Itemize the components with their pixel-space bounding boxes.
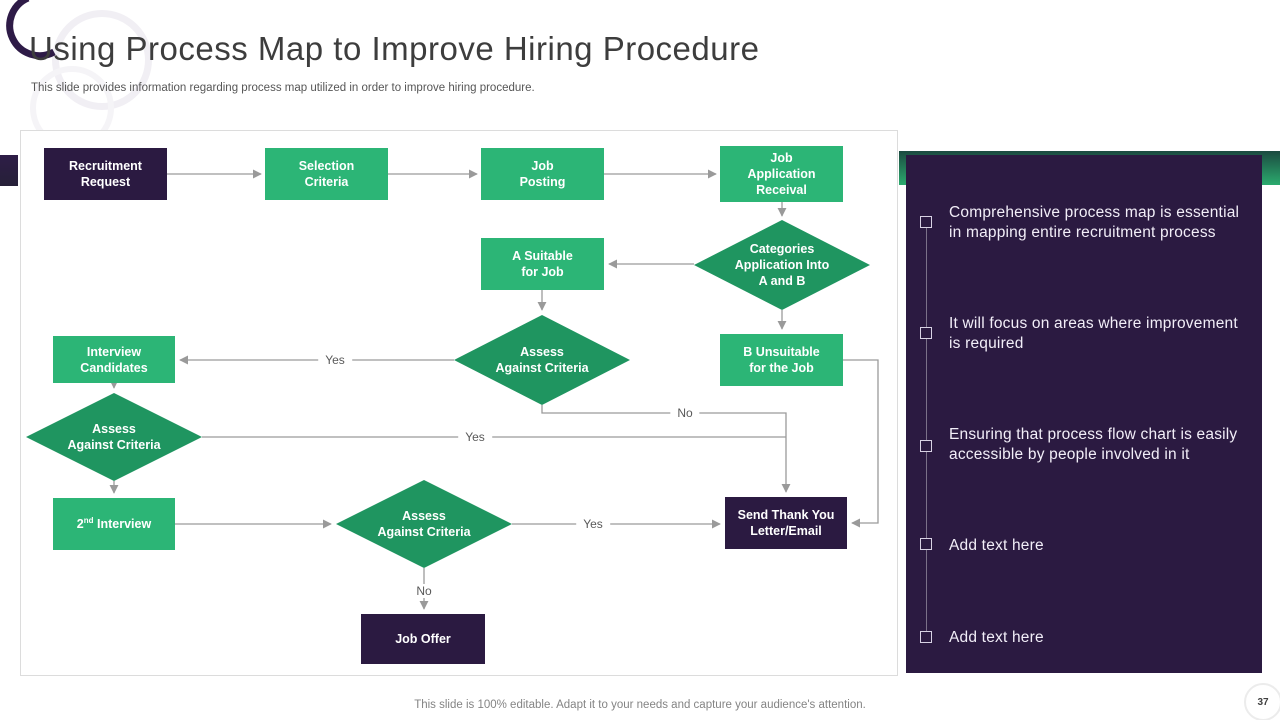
node-label-line: Selection	[298, 159, 355, 173]
node-label-line: Application	[747, 167, 816, 181]
page-number-badge: 37	[1244, 683, 1280, 720]
node-label-line: Recruitment	[69, 159, 142, 173]
left-accent-bar	[0, 155, 18, 186]
flow-node-job-application-receival: Job Application Receival	[720, 146, 843, 202]
node-label-line: Posting	[519, 175, 566, 189]
sidebar-bullet-text: Ensuring that process flow chart is easi…	[949, 426, 1238, 463]
node-label-line: Criteria	[304, 175, 349, 189]
node-label-line: Application Into	[734, 258, 830, 272]
node-label-line: Assess	[92, 422, 136, 436]
sidebar-connector-line	[926, 228, 927, 637]
node-label-line: Against Criteria	[67, 438, 161, 452]
node-label-line: Request	[80, 175, 131, 189]
sidebar-bullet-text: Add text here	[949, 629, 1044, 646]
edge-label-yes: Yes	[576, 517, 610, 531]
node-label-line: 2nd Interview	[76, 515, 152, 532]
flow-node-interview-candidates: Interview Candidates	[53, 336, 175, 383]
flow-node-b-unsuitable-for-job: B Unsuitable for the Job	[720, 334, 843, 386]
node-label-line: Assess	[520, 345, 564, 359]
page-title: Using Process Map to Improve Hiring Proc…	[29, 30, 760, 67]
flow-node-selection-criteria: Selection Criteria	[265, 148, 388, 200]
node-label-line: Candidates	[80, 360, 148, 375]
square-bullet-icon	[920, 327, 932, 339]
square-bullet-icon	[920, 440, 932, 452]
edge-label-yes: Yes	[318, 353, 352, 367]
flow-node-a-suitable-for-job: A Suitable for Job	[481, 238, 604, 290]
node-label-line: Job	[531, 159, 554, 173]
footer-note: This slide is 100% editable. Adapt it to…	[414, 699, 866, 711]
node-label-line: for the Job	[749, 361, 814, 375]
node-label-line: A and B	[758, 274, 806, 288]
flow-node-job-offer: Job Offer	[361, 614, 485, 664]
sidebar-bullet-text: It will focus on areas where improvement…	[949, 315, 1238, 352]
node-label-line: Receival	[756, 183, 807, 197]
node-label-line: Job Offer	[395, 632, 451, 646]
sidebar-bullet-text: Comprehensive process map is essential i…	[949, 204, 1240, 241]
square-bullet-icon	[920, 216, 932, 228]
sidebar-bullet-text: Add text here	[949, 537, 1044, 554]
square-bullet-icon	[920, 538, 932, 550]
edge-label-no: No	[670, 406, 700, 420]
node-label-line: Against Criteria	[495, 361, 589, 375]
node-label-line: B Unsuitable	[743, 345, 820, 359]
node-label-line: for Job	[521, 265, 564, 279]
node-label-line: Assess	[402, 509, 446, 523]
flow-node-job-posting: Job Posting	[481, 148, 604, 200]
flow-node-recruitment-request: Recruitment Request	[44, 148, 167, 200]
node-label-line: Categories	[749, 242, 815, 256]
edge-label-no: No	[409, 584, 439, 598]
square-bullet-icon	[920, 631, 932, 643]
node-label-line: Interview	[86, 344, 142, 359]
flowchart-panel	[20, 130, 898, 676]
page-subtitle: This slide provides information regardin…	[31, 82, 535, 94]
page-number: 37	[1257, 696, 1269, 708]
node-label-line: A Suitable	[512, 249, 573, 263]
node-label-line: Letter/Email	[750, 524, 822, 538]
node-label-line: Against Criteria	[377, 525, 471, 539]
node-label-line: Send Thank You	[737, 508, 835, 522]
node-label-line: Job	[770, 151, 793, 165]
edge-label-yes: Yes	[458, 430, 492, 444]
sidebar-panel: Comprehensive process map is essential i…	[906, 155, 1262, 673]
brand-arc-icon	[6, 0, 56, 60]
flow-node-send-thank-you: Send Thank You Letter/Email	[725, 497, 847, 549]
flow-node-second-interview: 2nd Interview	[53, 498, 175, 550]
